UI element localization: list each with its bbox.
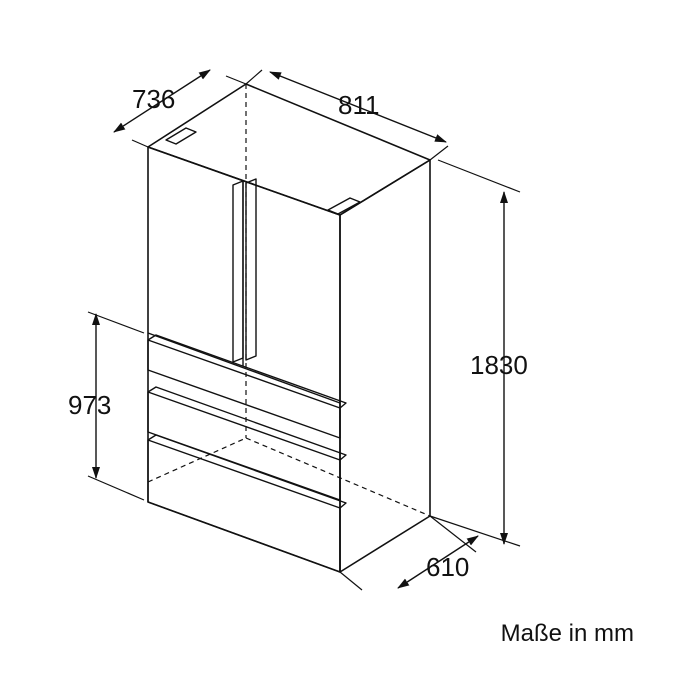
drawer-3-top (147, 434, 347, 509)
drawer-2-front (147, 391, 341, 501)
ext-1830-top (437, 159, 521, 193)
hidden-bottom-back-edge (245, 437, 431, 517)
width-label: 811 (338, 90, 380, 120)
unit-note: Maße in mm (500, 620, 634, 647)
front-face (147, 146, 341, 573)
left-hinge-cover (165, 127, 197, 145)
drawer-1-front (147, 339, 341, 439)
drawer-3-front (147, 439, 341, 573)
hidden-edges (147, 84, 431, 517)
right-door-handle (245, 178, 257, 361)
drawer-2-top (147, 386, 347, 461)
ext-610-front (339, 571, 363, 591)
right-hinge-cover (327, 197, 361, 215)
drawer-1-top (147, 334, 347, 409)
drawer-height-label: 973 (68, 390, 112, 420)
height-label: 1830 (470, 350, 528, 380)
bottom-depth-label: 610 (426, 552, 470, 582)
front-details (147, 127, 361, 573)
ext-736-back (225, 75, 247, 85)
dim-line-811 (269, 71, 447, 143)
left-door-handle (232, 180, 244, 363)
top-face (147, 83, 431, 216)
ext-973-bottom (87, 475, 145, 501)
ext-811-right (429, 145, 449, 161)
right-side-face (339, 159, 431, 573)
dim-line-736 (113, 69, 211, 133)
door-bottom-edge (147, 332, 341, 404)
ext-610-back (429, 515, 477, 553)
depth-label: 736 (132, 84, 176, 114)
ext-736-front (131, 139, 149, 148)
fridge-body (147, 83, 431, 573)
ext-1830-bottom (429, 515, 521, 547)
ext-811-left (245, 69, 263, 85)
dim-line-610 (397, 535, 479, 589)
dimension-lines (92, 69, 508, 589)
